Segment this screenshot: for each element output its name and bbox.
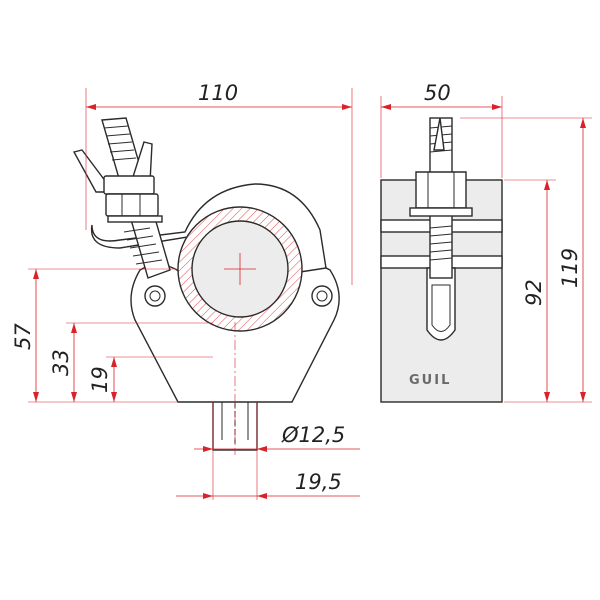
dim-width-bottom: 19,5 [176,470,360,499]
dim-label-height-left: 57 [11,323,35,350]
dim-label-height-low: 19 [88,366,112,393]
tube-section [177,206,303,332]
dim-label-height-side: 92 [522,279,546,306]
wing-nut [72,141,163,223]
dim-label-width-side: 50 [424,81,451,105]
dim-height-mid: 33 [49,322,213,402]
dim-width-side: 50 [380,81,503,178]
dim-height-left: 57 [11,268,178,403]
dim-diameter: Ø12,5 [194,402,360,500]
dim-label-width-bottom: 19,5 [295,470,342,494]
side-view: GUIL [380,117,503,403]
dim-height-total: 119 [460,117,592,403]
brand-logo: GUIL [409,373,451,388]
dim-height-side: 92 [504,179,556,402]
dim-label-height-total: 119 [558,248,582,288]
dim-label-diameter: Ø12,5 [281,423,345,447]
dim-label-height-mid: 33 [49,349,73,376]
dim-label-width-front: 110 [198,81,238,105]
dim-height-low: 19 [88,356,213,402]
dim-width-front: 110 [85,81,353,285]
front-view [72,117,340,455]
